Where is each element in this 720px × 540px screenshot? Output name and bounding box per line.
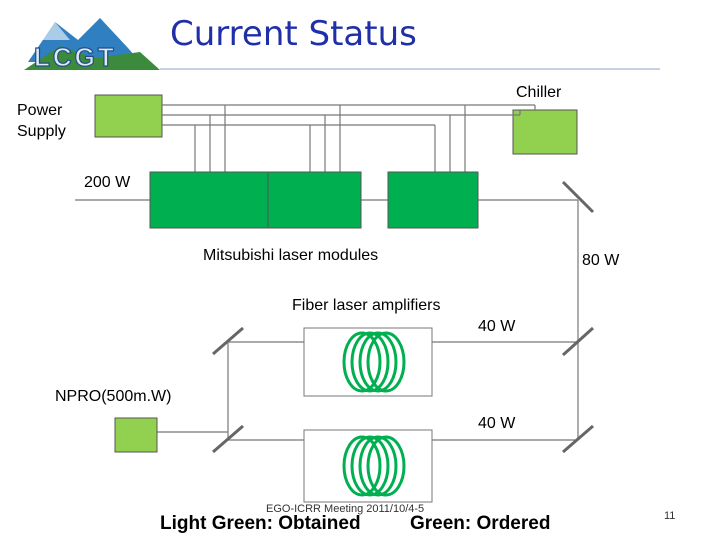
fiber-amplifiers-label: Fiber laser amplifiers bbox=[292, 297, 441, 314]
power-supply-label: Power Supply bbox=[17, 102, 66, 140]
mirror-lower-right bbox=[562, 424, 594, 454]
chiller-box bbox=[512, 109, 578, 155]
page-number: 11 bbox=[664, 510, 676, 522]
laser-module-2 bbox=[267, 171, 362, 229]
fiber-coil-2-icon bbox=[342, 435, 406, 497]
legend-ordered: Green: Ordered bbox=[410, 513, 551, 534]
power-40w-top-label: 40 W bbox=[478, 318, 516, 335]
meeting-footer: EGO-ICRR Meeting 2011/10/4-5 bbox=[266, 503, 425, 515]
legend-obtained: Light Green: Obtained bbox=[160, 513, 361, 534]
laser-module-3 bbox=[387, 171, 479, 229]
power-80w-label: 80 W bbox=[582, 252, 620, 269]
laser-module-1 bbox=[149, 171, 269, 229]
npro-label: NPRO(500m.W) bbox=[55, 388, 172, 405]
page-title: Current Status bbox=[170, 14, 417, 54]
mirror-upper-right bbox=[561, 326, 595, 357]
fiber-coil-1-icon bbox=[342, 331, 406, 393]
title-divider bbox=[160, 68, 660, 70]
logo-text: LCGT bbox=[34, 42, 117, 72]
power-40w-bottom-label: 40 W bbox=[478, 415, 516, 432]
chiller-label: Chiller bbox=[516, 84, 562, 101]
mitsubishi-label: Mitsubishi laser modules bbox=[203, 247, 379, 264]
mirror-top-right bbox=[561, 180, 595, 214]
power-wiring bbox=[162, 104, 536, 172]
power-200w-label: 200 W bbox=[84, 174, 131, 191]
power-supply-box bbox=[94, 94, 163, 138]
npro-box bbox=[114, 417, 158, 453]
mirror-upper-left bbox=[212, 326, 244, 356]
mirror-lower-left bbox=[212, 424, 244, 454]
